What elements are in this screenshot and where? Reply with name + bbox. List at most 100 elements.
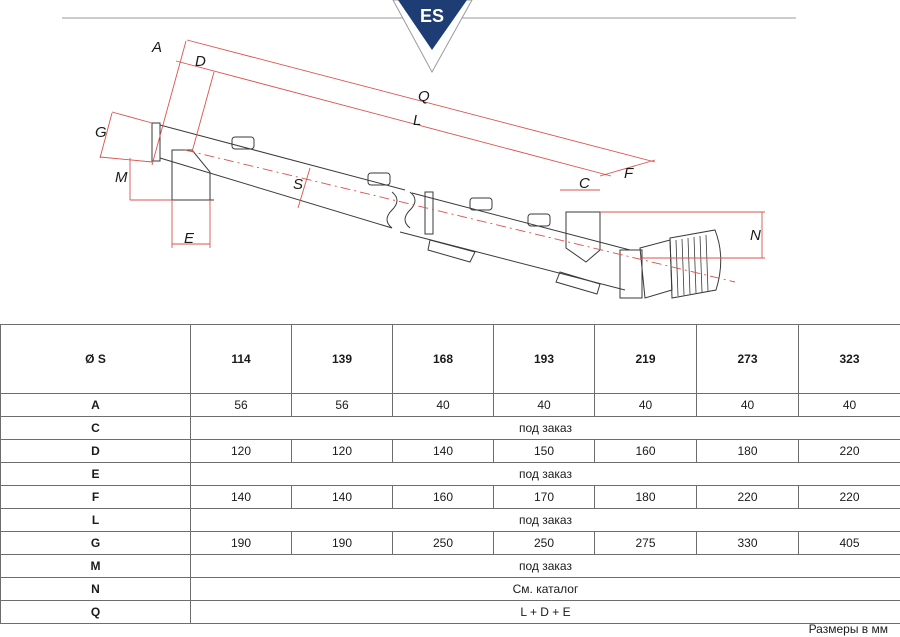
units-note: Размеры в мм [808,622,888,636]
cell: 40 [798,393,900,417]
header-diameter: Ø S [0,324,191,394]
header-col: 114 [190,324,292,394]
inlet-hopper [171,149,211,201]
cell: 56 [291,393,393,417]
header-col: 273 [696,324,799,394]
header-col: 219 [594,324,697,394]
dim-s-line [297,167,311,209]
table-header-row: Ø S 114 139 168 193 219 273 323 [0,324,900,394]
cell: 40 [392,393,494,417]
cell: 275 [594,531,697,555]
conveyor-svg: A D Q L G M S E C F N [95,39,765,299]
cell: 190 [190,531,292,555]
label-c: C [579,175,590,192]
tube-bottom-edge [159,157,393,229]
table-row: D 120 120 140 150 160 180 220 [0,439,900,463]
conveyor-drawing: A D Q L G M S E C F N [0,25,900,325]
lifting-eye-2 [367,172,391,186]
label-a: A [151,39,162,56]
cell: 56 [190,393,292,417]
lifting-eye-1 [231,136,255,150]
merged-cell: См. каталог [190,577,900,601]
lifting-eye-4 [527,213,551,227]
dim-g-line [99,112,113,159]
end-flange [151,122,161,162]
merged-cell: под заказ [190,462,900,486]
ext-g-bottom [99,156,153,163]
header-graphic: ES [62,0,796,74]
table-row: A 56 56 40 40 40 40 40 [0,393,900,417]
table-row: Q L + D + E [0,600,900,624]
header-col: 193 [493,324,595,394]
cell: 120 [190,439,292,463]
row-label: D [0,439,191,463]
label-m: M [115,169,128,186]
cell: 180 [696,439,799,463]
cell: 220 [798,485,900,509]
cell: 40 [493,393,595,417]
label-f: F [624,165,634,182]
label-q: Q [418,88,430,105]
cell: 250 [493,531,595,555]
dim-q-line [186,39,656,163]
merged-cell: под заказ [190,416,900,440]
ext-a-left [151,40,187,166]
lifting-eye-3 [469,197,493,211]
table-row: F 140 140 160 170 180 220 220 [0,485,900,509]
row-label: Q [0,600,191,624]
header-col: 139 [291,324,393,394]
row-label: C [0,416,191,440]
table-row: E под заказ [0,462,900,486]
row-label: G [0,531,191,555]
break-right [404,191,416,229]
break-left [386,191,398,229]
cell: 160 [392,485,494,509]
drive-flange [619,249,643,299]
row-label: N [0,577,191,601]
cell: 40 [696,393,799,417]
cell: 190 [291,531,393,555]
table-row: L под заказ [0,508,900,532]
label-g: G [95,124,107,141]
middle-flange [424,191,434,235]
row-label: F [0,485,191,509]
cell: 120 [291,439,393,463]
label-l: L [413,112,421,129]
merged-cell: L + D + E [190,600,900,624]
gearbox [639,239,673,299]
support-foot-1 [427,239,476,263]
label-s: S [293,176,303,193]
row-label: E [0,462,191,486]
cell: 160 [594,439,697,463]
badge-label: ES [420,6,444,26]
row-label: A [0,393,191,417]
table-row: G 190 190 250 250 275 330 405 [0,531,900,555]
table-row: C под заказ [0,416,900,440]
cell: 140 [190,485,292,509]
label-n: N [750,227,761,244]
support-foot-2 [555,271,601,295]
row-label: M [0,554,191,578]
badge-shape [398,0,467,50]
row-label: L [0,508,191,532]
ext-d [191,71,215,153]
motor-fins [675,234,709,297]
table-row: N См. каталог [0,577,900,601]
cell: 250 [392,531,494,555]
ext-g-top [111,111,153,124]
cell: 170 [493,485,595,509]
outlet-hopper [565,211,601,263]
merged-cell: под заказ [190,554,900,578]
cell: 220 [696,485,799,509]
cell: 140 [291,485,393,509]
cell: 220 [798,439,900,463]
table-row: M под заказ [0,554,900,578]
dimensions-table: Ø S 114 139 168 193 219 273 323 A 56 56 … [0,324,900,624]
label-d: D [195,53,206,70]
center-axis [184,149,736,283]
ext-f [599,159,656,177]
cell: 140 [392,439,494,463]
label-e: E [184,230,195,247]
header-col: 168 [392,324,494,394]
header: ES [0,0,900,80]
